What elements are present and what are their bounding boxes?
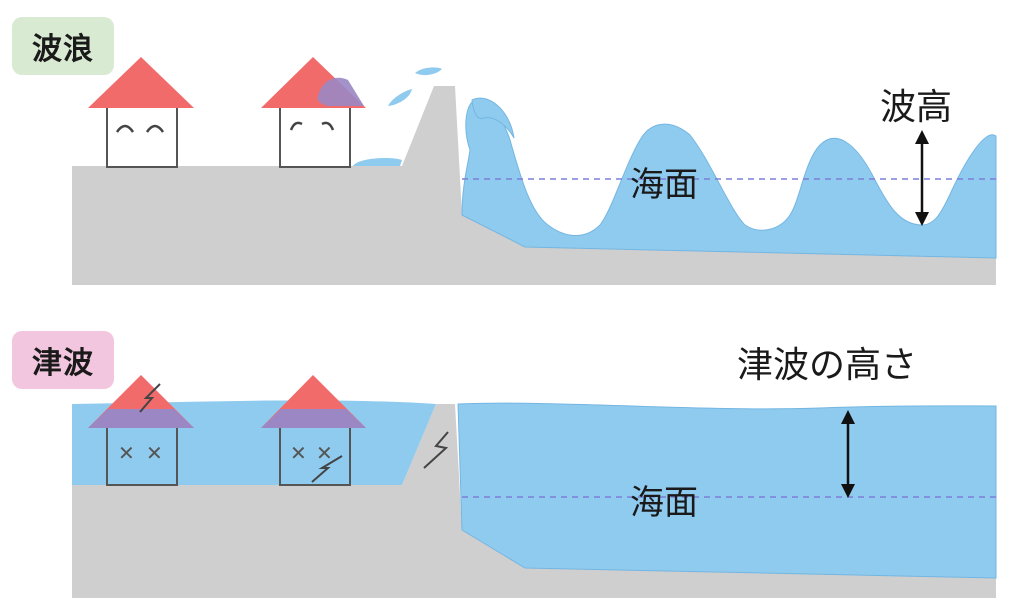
seawall-crack-icon	[423, 431, 449, 469]
house-submerged-right: ✕ ✕	[261, 375, 366, 486]
svg-text:✕: ✕	[290, 441, 307, 465]
house-splashed	[261, 57, 366, 168]
wave-height-arrow	[915, 130, 929, 226]
house-safe-left	[88, 57, 194, 168]
wave-overtopping-water	[353, 158, 402, 166]
tsunami-sea-water	[457, 402, 997, 579]
tsunami-badge: 津波	[12, 331, 114, 389]
tsunami-height-label: 津波の高さ	[737, 345, 918, 386]
house-submerged-left: ✕ ✕	[88, 375, 194, 486]
wave-height-label: 波高	[880, 87, 953, 128]
spray-droplet	[415, 67, 442, 76]
svg-text:✕: ✕	[118, 441, 135, 465]
wave-crest-curl	[471, 97, 515, 139]
wave-ground	[72, 86, 996, 285]
wave-badge: 波浪	[12, 17, 114, 75]
tsunami-height-arrow	[841, 410, 855, 498]
tsunami-panel: ✕ ✕ ✕ ✕	[72, 375, 997, 598]
spray-droplet	[388, 89, 412, 106]
svg-text:✕: ✕	[146, 441, 163, 465]
wave-panel	[72, 57, 997, 285]
tsunami-ground	[72, 404, 996, 598]
tsunami-sea-level-label: 海面	[630, 483, 698, 523]
wave-sea-level-label: 海面	[630, 165, 698, 205]
svg-text:✕: ✕	[316, 441, 333, 465]
